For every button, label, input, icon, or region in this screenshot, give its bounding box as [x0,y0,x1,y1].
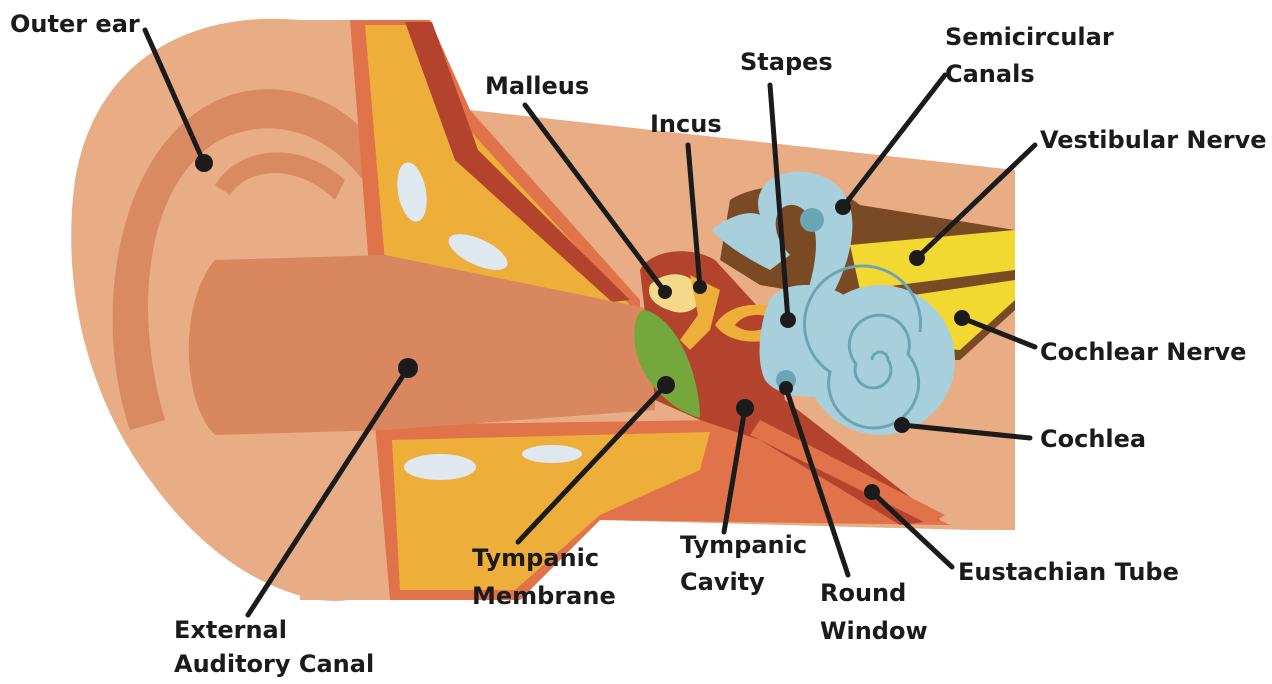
semicircular-canal-hole [800,208,824,232]
dot-incus [693,280,707,294]
dot-tympanic-cavity [736,399,754,417]
dot-external-canal [398,358,418,378]
cartilage-spot-4 [522,445,582,463]
dot-tympanic-membrane [657,376,675,394]
label-tympanic-cavity-1: Tympanic [680,531,807,559]
dot-stapes [780,312,796,328]
cochlea-shape [805,285,955,435]
dot-vestibular [909,250,925,266]
label-semicircular-1: Semicircular [945,23,1114,51]
label-round-window-1: Round [820,579,906,607]
label-stapes: Stapes [740,48,833,76]
label-tympanic-membrane-2: Membrane [472,582,616,610]
label-malleus: Malleus [485,72,589,100]
label-cochlear-nerve: Cochlear Nerve [1040,338,1246,366]
label-cochlea: Cochlea [1040,425,1146,453]
label-tympanic-cavity-2: Cavity [680,568,765,596]
dot-round-window [779,381,793,395]
dot-malleus [658,285,672,299]
dot-cochlear [954,310,970,326]
label-tympanic-membrane-1: Tympanic [472,544,599,572]
label-semicircular-2: Canals [945,60,1035,88]
dot-eustachian [864,484,880,500]
label-incus: Incus [650,110,722,138]
label-eustachian-tube: Eustachian Tube [958,558,1179,586]
label-external-canal-1: External [174,616,287,644]
label-vestibular-nerve: Vestibular Nerve [1040,126,1267,154]
dot-cochlea [894,417,910,433]
dot-outer-ear [195,154,213,172]
label-external-canal-2: Auditory Canal [174,650,374,678]
label-outer-ear: Outer ear [10,10,140,38]
dot-semicircular [835,199,851,215]
cartilage-spot-3 [404,454,476,480]
label-round-window-2: Window [820,617,928,645]
